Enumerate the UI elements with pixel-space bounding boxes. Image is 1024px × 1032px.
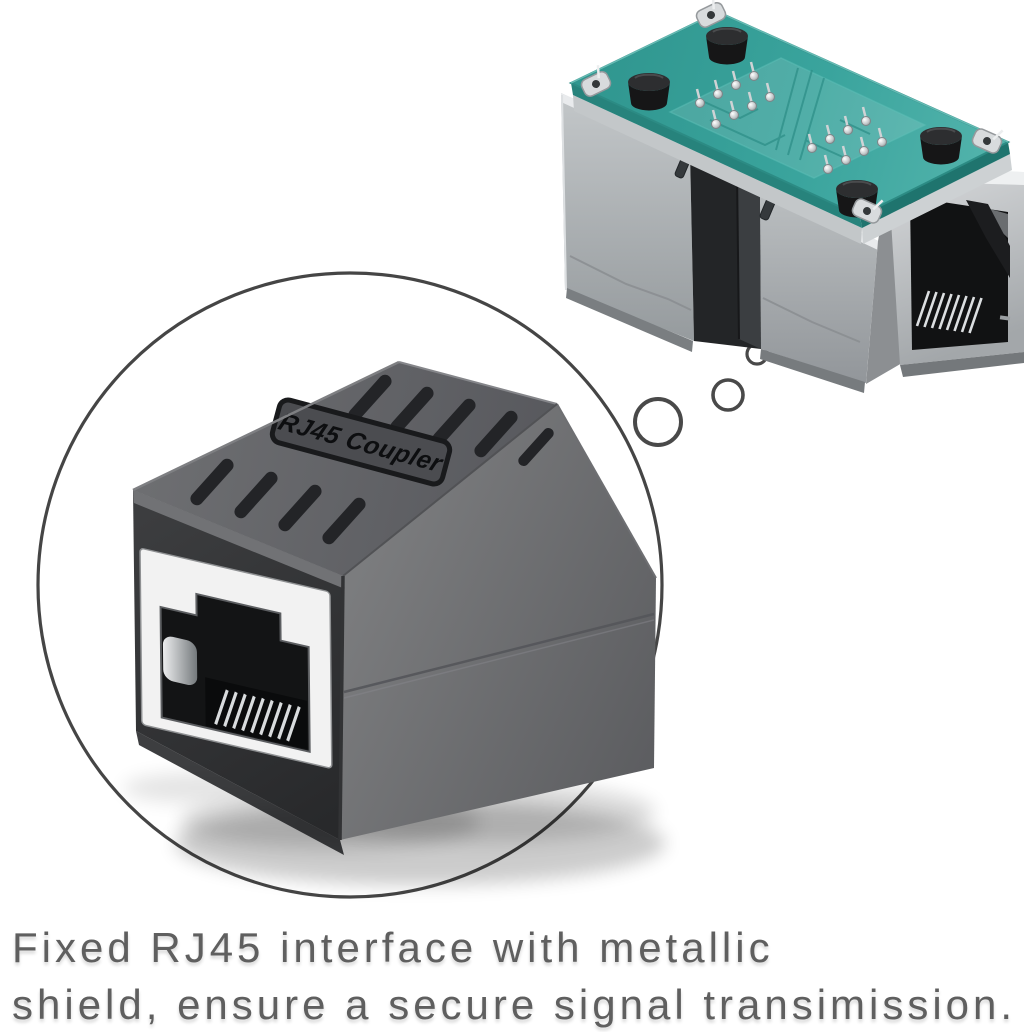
coupler-right-face xyxy=(340,404,656,840)
caption: Fixed RJ45 interface with metallic shiel… xyxy=(12,919,1016,1032)
pcb-flange-front xyxy=(573,95,862,244)
rj45-port-detail xyxy=(139,548,333,769)
coupler-detail-view: RJ45 Coupler xyxy=(123,360,665,885)
magnifier-circle xyxy=(36,271,664,899)
pcb-flange-right xyxy=(862,154,1012,244)
caption-line-1: Fixed RJ45 interface with metallic xyxy=(12,924,774,971)
shield-jack-right xyxy=(866,164,1024,384)
zoom-bubble-large xyxy=(633,397,683,447)
jack-pin-comb xyxy=(915,290,983,334)
caption-line-2: shield, ensure a secure signal transimis… xyxy=(12,981,1017,1028)
zoom-bubbles xyxy=(633,342,769,447)
rj45-jack-cavity xyxy=(910,197,1008,350)
zoom-bubble-medium xyxy=(711,378,745,412)
port-latch-contact xyxy=(162,636,198,686)
pcb-traces xyxy=(699,67,871,161)
coupler-internal-view xyxy=(561,0,1024,393)
port-pin-comb xyxy=(214,689,301,742)
coupler-top-face xyxy=(133,362,557,576)
